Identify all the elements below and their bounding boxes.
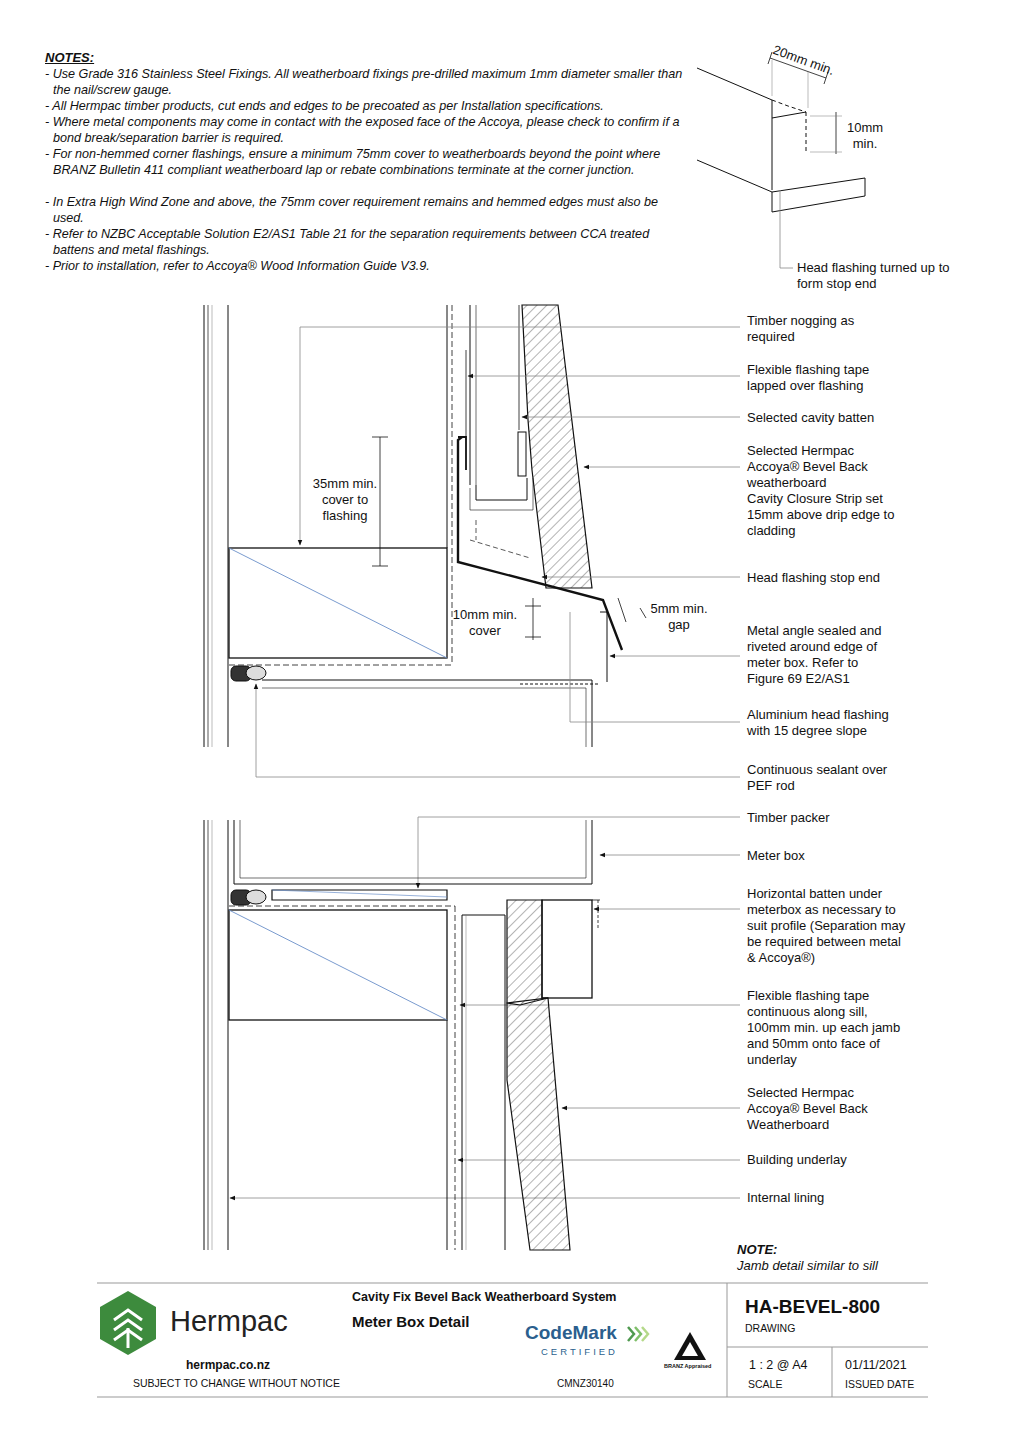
callout-label: - In Extra High Wind Zone and above, the… xyxy=(45,194,683,226)
hermpac-logo xyxy=(100,1291,156,1355)
callout-label: 5mm min. gap xyxy=(648,601,710,633)
callout-label: Aluminium head flashing with 15 degree s… xyxy=(747,707,912,739)
callout-label: - Use Grade 316 Stainless Steel Fixings.… xyxy=(45,66,683,98)
head-section xyxy=(204,305,646,747)
codemark-chevrons xyxy=(628,1327,648,1341)
callout-label: CodeMark xyxy=(525,1322,617,1344)
callout-label: Building underlay xyxy=(747,1152,847,1168)
callout-label: - Refer to NZBC Acceptable Solution E2/A… xyxy=(45,226,683,258)
leader-lines xyxy=(230,327,740,1198)
callout-label: SUBJECT TO CHANGE WITHOUT NOTICE xyxy=(133,1375,340,1391)
callout-label: hermpac.co.nz xyxy=(186,1357,270,1373)
branz-logo xyxy=(674,1332,706,1360)
callout-label: Timber nogging as required xyxy=(747,313,877,345)
callout-label: DRAWING xyxy=(745,1320,795,1336)
callout-label: BRANZ Appraised xyxy=(664,1363,711,1370)
callout-label: - For non-hemmed corner flashings, ensur… xyxy=(45,146,683,178)
callout-label: Flexible flashing tape continuous along … xyxy=(747,988,902,1068)
callout-label: NOTE: xyxy=(737,1242,777,1258)
callout-label: Horizontal batten under meterbox as nece… xyxy=(747,886,912,966)
stop-end-sketch xyxy=(697,52,865,268)
callout-label: HA-BEVEL-800 xyxy=(745,1296,880,1318)
drawing-title: Meter Box Detail xyxy=(352,1313,470,1331)
callout-label: 20mm min. xyxy=(771,42,852,84)
callout-label: Selected cavity batten xyxy=(747,410,874,426)
callout-label: Selected Hermpac Accoya® Bevel Back Weat… xyxy=(747,1085,887,1133)
callout-label: - Where metal components may come in con… xyxy=(45,114,683,146)
callout-label: 01/11/2021 xyxy=(845,1357,907,1373)
callout-label: 35mm min. cover to flashing xyxy=(300,476,390,524)
callout-label: CERTIFIED xyxy=(541,1346,618,1357)
callout-label: Cavity Closure Strip set 15mm above drip… xyxy=(747,491,905,539)
callout-label: Metal angle sealed and riveted around ed… xyxy=(747,623,897,687)
callout-label: Cavity Fix Bevel Back Weatherboard Syste… xyxy=(352,1289,616,1305)
callout-label: CMNZ30140 xyxy=(557,1376,614,1392)
callout-label: Timber packer xyxy=(747,810,830,826)
callout-label: Hermpac xyxy=(170,1303,288,1339)
callout-label: 1 : 2 @ A4 xyxy=(749,1357,808,1373)
callout-label: Selected Hermpac Accoya® Bevel Back weat… xyxy=(747,443,887,491)
callout-label: NOTES: xyxy=(45,50,94,66)
callout-label: Continuous sealant over PEF rod xyxy=(747,762,907,794)
callout-label: Jamb detail similar to sill xyxy=(737,1258,878,1274)
callout-label: 10mm min. cover xyxy=(445,607,525,639)
callout-label: - Prior to installation, refer to Accoya… xyxy=(45,258,683,274)
callout-label: Meter box xyxy=(747,848,805,864)
title-block xyxy=(97,1283,928,1397)
callout-label: Internal lining xyxy=(747,1190,824,1206)
callout-label: 10mm min. xyxy=(842,120,888,152)
callout-label: SCALE xyxy=(748,1376,782,1392)
sill-section xyxy=(204,820,600,1250)
callout-label: Head flashing stop end xyxy=(747,570,880,586)
callout-label: Head flashing turned up to form stop end xyxy=(797,260,957,292)
callout-label: ISSUED DATE xyxy=(845,1376,914,1392)
callout-label: Flexible flashing tape lapped over flash… xyxy=(747,362,892,394)
callout-label: - All Hermpac timber products, cut ends … xyxy=(45,98,683,114)
